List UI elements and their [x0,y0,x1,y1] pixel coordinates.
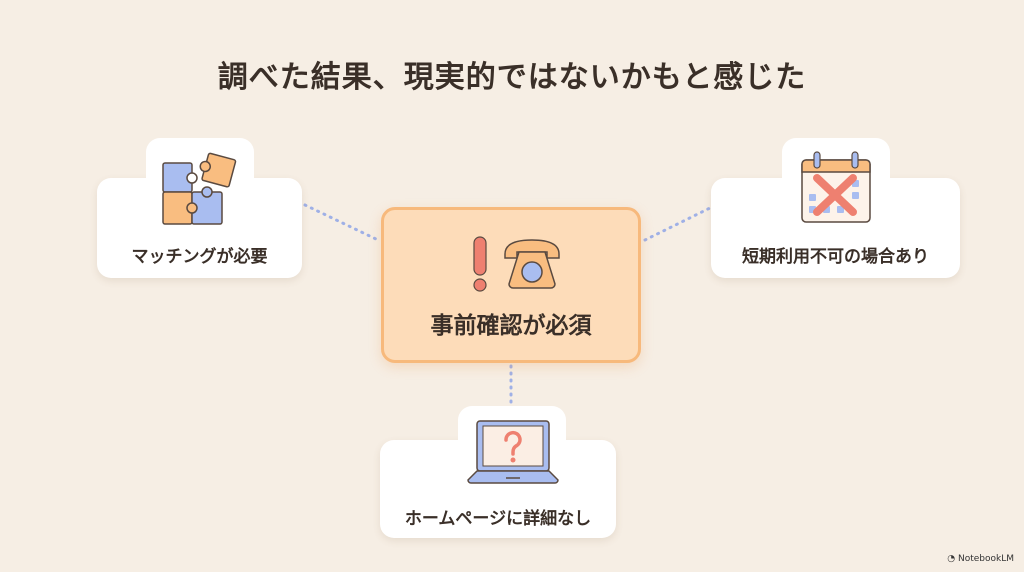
slide-title: 調べた結果、現実的ではないかもと感じた [217,60,807,95]
connector-left [303,203,380,242]
connector-right [643,205,714,242]
node-label: マッチングが必要 [131,247,268,267]
node-label: ホームページに詳細なし [404,509,592,529]
brand-label: NotebookLM [957,554,1014,564]
center-label: 事前確認が必須 [430,313,592,339]
exclamation-icon [473,236,487,292]
node-label: 短期利用不可の場合あり [742,247,929,267]
puzzle-icon [162,152,237,225]
brand-watermark: ◔ NotebookLM [947,554,1014,564]
center-node: 事前確認が必須 [381,207,641,363]
calendar-cross-icon [801,151,871,223]
laptop-question-icon [467,420,559,484]
telephone-icon [504,239,560,289]
